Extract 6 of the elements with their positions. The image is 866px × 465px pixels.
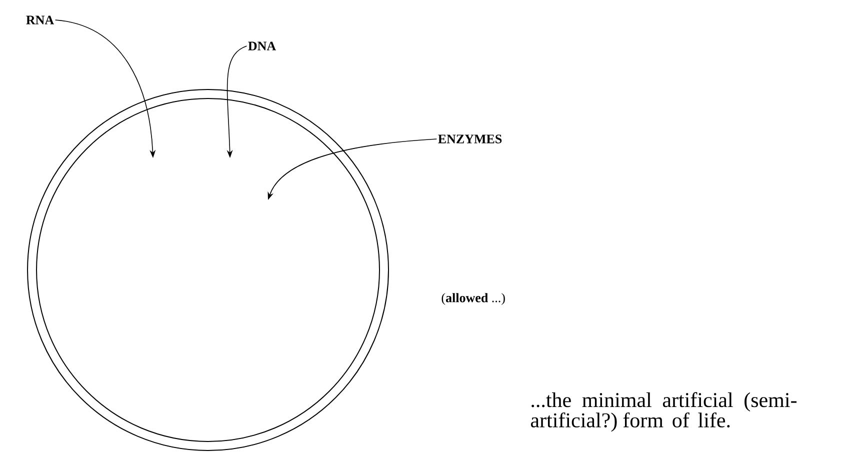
node-label: ENZYMES [438, 134, 502, 144]
node-label: DNA [248, 42, 276, 50]
node-label: RNA [26, 16, 54, 24]
caption-text: ...the minimal artificial (semi-artificial?) form of life. [530, 392, 797, 432]
note-text: (allowed ...) [442, 293, 505, 305]
cell-drawing [27, 89, 389, 451]
